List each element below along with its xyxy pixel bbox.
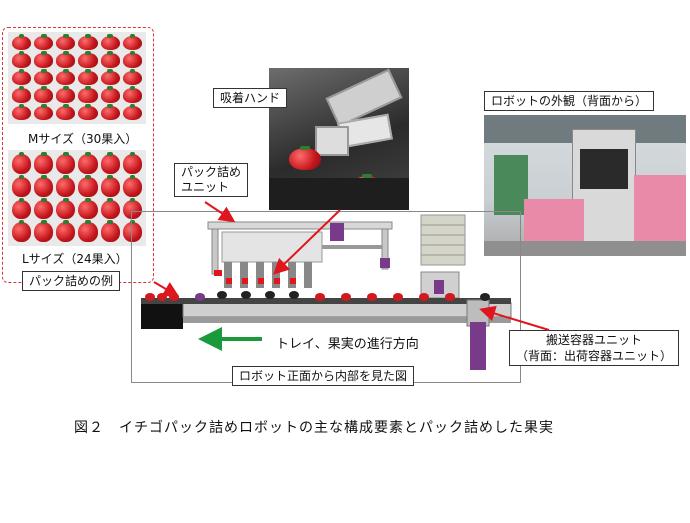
strawberry-icon [289, 146, 321, 170]
strawberry-icon [100, 174, 120, 197]
strawberry-icon [122, 174, 142, 197]
robot-exterior-label: ロボットの外観（背面から） [484, 91, 655, 111]
strawberry-icon [100, 220, 120, 242]
strawberry-icon [12, 152, 32, 174]
strawberry-icon [56, 51, 76, 68]
red-arrows [153, 201, 550, 331]
strawberry-icon [100, 51, 120, 68]
strawberry-icon [12, 174, 32, 197]
strawberry-icon [122, 152, 142, 174]
tray-stack [420, 214, 466, 299]
transport-unit-label: 搬送容器ユニット （背面：出荷容器ユニット） [509, 330, 680, 366]
strawberry-icon [78, 220, 98, 242]
strawberry-icon [34, 220, 54, 242]
suction-hand-label: 吸着ハンド [213, 88, 288, 108]
strawberry-icon [34, 174, 54, 197]
strawberry-icon [122, 197, 142, 220]
strawberry-icon [78, 103, 98, 120]
strawberry-icon [56, 174, 76, 197]
strawberry-icon [12, 220, 32, 242]
direction-label: トレイ、果実の進行方向 [276, 337, 419, 352]
strawberry-icon [100, 103, 120, 120]
strawberry-icon [78, 197, 98, 220]
strawberry-icon [78, 33, 98, 51]
strawberry-icon [100, 197, 120, 220]
strawberry-icon [12, 103, 32, 120]
strawberry-icon [34, 51, 54, 68]
strawberry-icon [122, 220, 142, 242]
strawberry-icon [100, 68, 120, 86]
strawberry-icon [100, 33, 120, 51]
strawberry-icon [100, 86, 120, 103]
l-size-label: Lサイズ（24果入） [22, 252, 128, 266]
strawberry-icon [56, 86, 76, 103]
strawberry-icon [56, 197, 76, 220]
strawberry-icon [56, 220, 76, 242]
strawberry-icon [56, 152, 76, 174]
strawberry-icon [78, 51, 98, 68]
conveyor [141, 298, 512, 370]
strawberry-icon [12, 86, 32, 103]
strawberry-icon [122, 33, 142, 51]
strawberry-icon [12, 68, 32, 86]
strawberry-icon [78, 152, 98, 174]
suction-hand-photo [269, 68, 409, 210]
strawberry-icon [34, 103, 54, 120]
strawberry-icon [78, 86, 98, 103]
strawberry-icon [34, 197, 54, 220]
l-size-tray-photo [8, 150, 146, 246]
strawberry-icon [34, 33, 54, 51]
strawberry-icon [56, 33, 76, 51]
strawberry-icon [122, 51, 142, 68]
strawberry-icon [122, 103, 142, 120]
pack-example-label: パック詰めの例 [22, 271, 121, 291]
strawberry-icon [34, 68, 54, 86]
strawberry-icon [56, 68, 76, 86]
strawberry-icon [122, 86, 142, 103]
strawberry-icon [56, 103, 76, 120]
strawberry-icon [34, 86, 54, 103]
strawberry-icon [12, 197, 32, 220]
figure-caption: 図２ イチゴパック詰めロボットの主な構成要素とパック詰めした果実 [74, 420, 554, 436]
robot-photo [484, 115, 686, 256]
pack-unit-label: パック詰め ユニット [174, 163, 249, 197]
strawberry-icon [12, 51, 32, 68]
strawberry-icon [34, 152, 54, 174]
strawberry-icon [100, 152, 120, 174]
strawberries-on-conveyor [145, 291, 490, 301]
strawberry-icon [12, 33, 32, 51]
strawberry-icon [78, 68, 98, 86]
m-size-label: Mサイズ（30果入） [28, 132, 138, 146]
strawberry-icon [122, 68, 142, 86]
suction-heads [214, 262, 312, 288]
m-size-tray-photo [8, 32, 146, 124]
front-view-label: ロボット正面から内部を見た図 [232, 366, 415, 386]
strawberry-icon [78, 174, 98, 197]
